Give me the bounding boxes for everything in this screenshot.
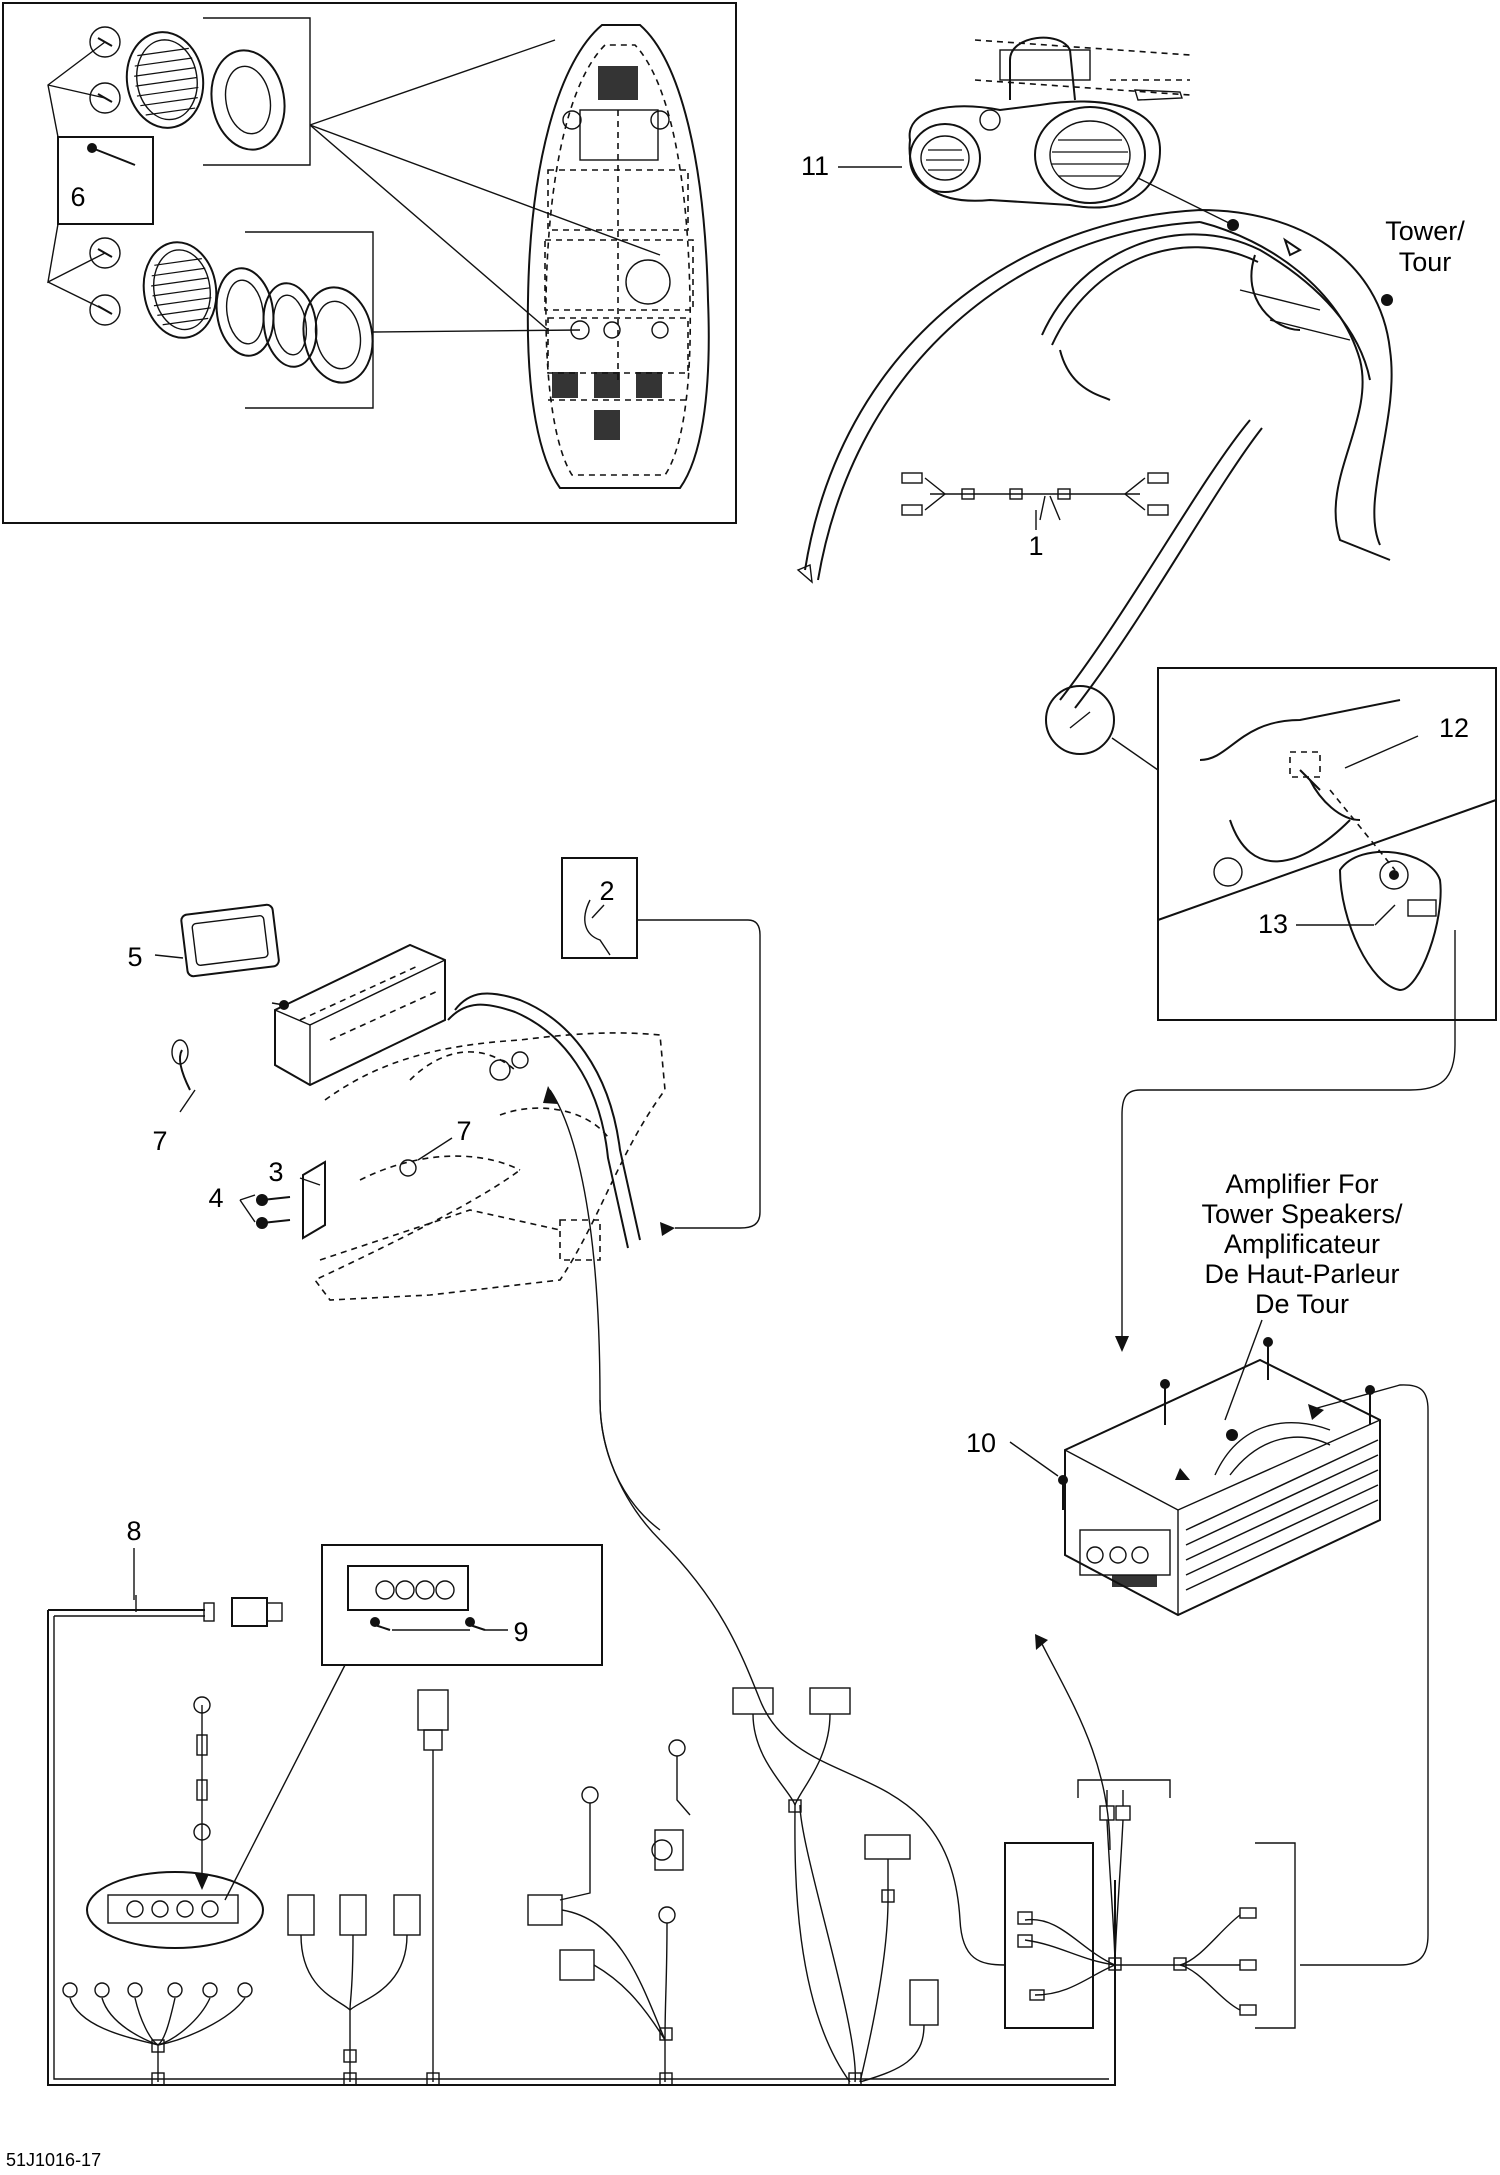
amplifier-label-line-4: De Haut-Parleur: [1204, 1259, 1399, 1289]
callout-2: 2: [599, 876, 614, 906]
amplifier-label-line-2: Tower Speakers/: [1201, 1199, 1403, 1229]
callout-9: 9: [513, 1617, 528, 1647]
callout-12: 12: [1439, 713, 1469, 743]
harness-1: [901, 472, 1169, 521]
amplifier-label-line-1: Amplifier For: [1225, 1169, 1378, 1199]
callout-13: 13: [1258, 909, 1288, 939]
callout-10: 10: [966, 1428, 996, 1458]
tower-label-line-1: Tower/: [1385, 216, 1465, 246]
tower-base-detail: [1045, 667, 1497, 1021]
amplifier: [1009, 930, 1456, 1966]
callout-7-right: 7: [456, 1116, 471, 1146]
amplifier-label-line-3: Amplificateur: [1224, 1229, 1380, 1259]
tower-speaker-pod: [908, 36, 1191, 209]
callout-5: 5: [127, 942, 142, 972]
tower-label-line-2: Tour: [1399, 247, 1452, 277]
callout-6: 6: [70, 182, 85, 212]
callout-3: 3: [268, 1157, 283, 1187]
tower-label: Tower/ Tour: [1385, 216, 1465, 277]
main-harness: [47, 1399, 1296, 2086]
callout-8: 8: [126, 1516, 141, 1546]
drawing-code: 51J1016-17: [6, 2150, 101, 2170]
callout-4: 4: [208, 1183, 223, 1213]
amplifier-label-line-5: De Tour: [1255, 1289, 1349, 1319]
callout-1: 1: [1028, 531, 1043, 561]
callouts: 1 2 3 4 5 6 7 7 8 9 10 11 12 13: [70, 151, 1469, 1647]
boat-speaker-inset: [2, 2, 737, 524]
stereo-assembly: [154, 857, 761, 1531]
callout-11: 11: [801, 151, 829, 181]
amplifier-label: Amplifier For Tower Speakers/ Amplificat…: [1201, 1169, 1403, 1319]
tower-assembly: [796, 36, 1393, 709]
callout-7-left: 7: [152, 1126, 167, 1156]
